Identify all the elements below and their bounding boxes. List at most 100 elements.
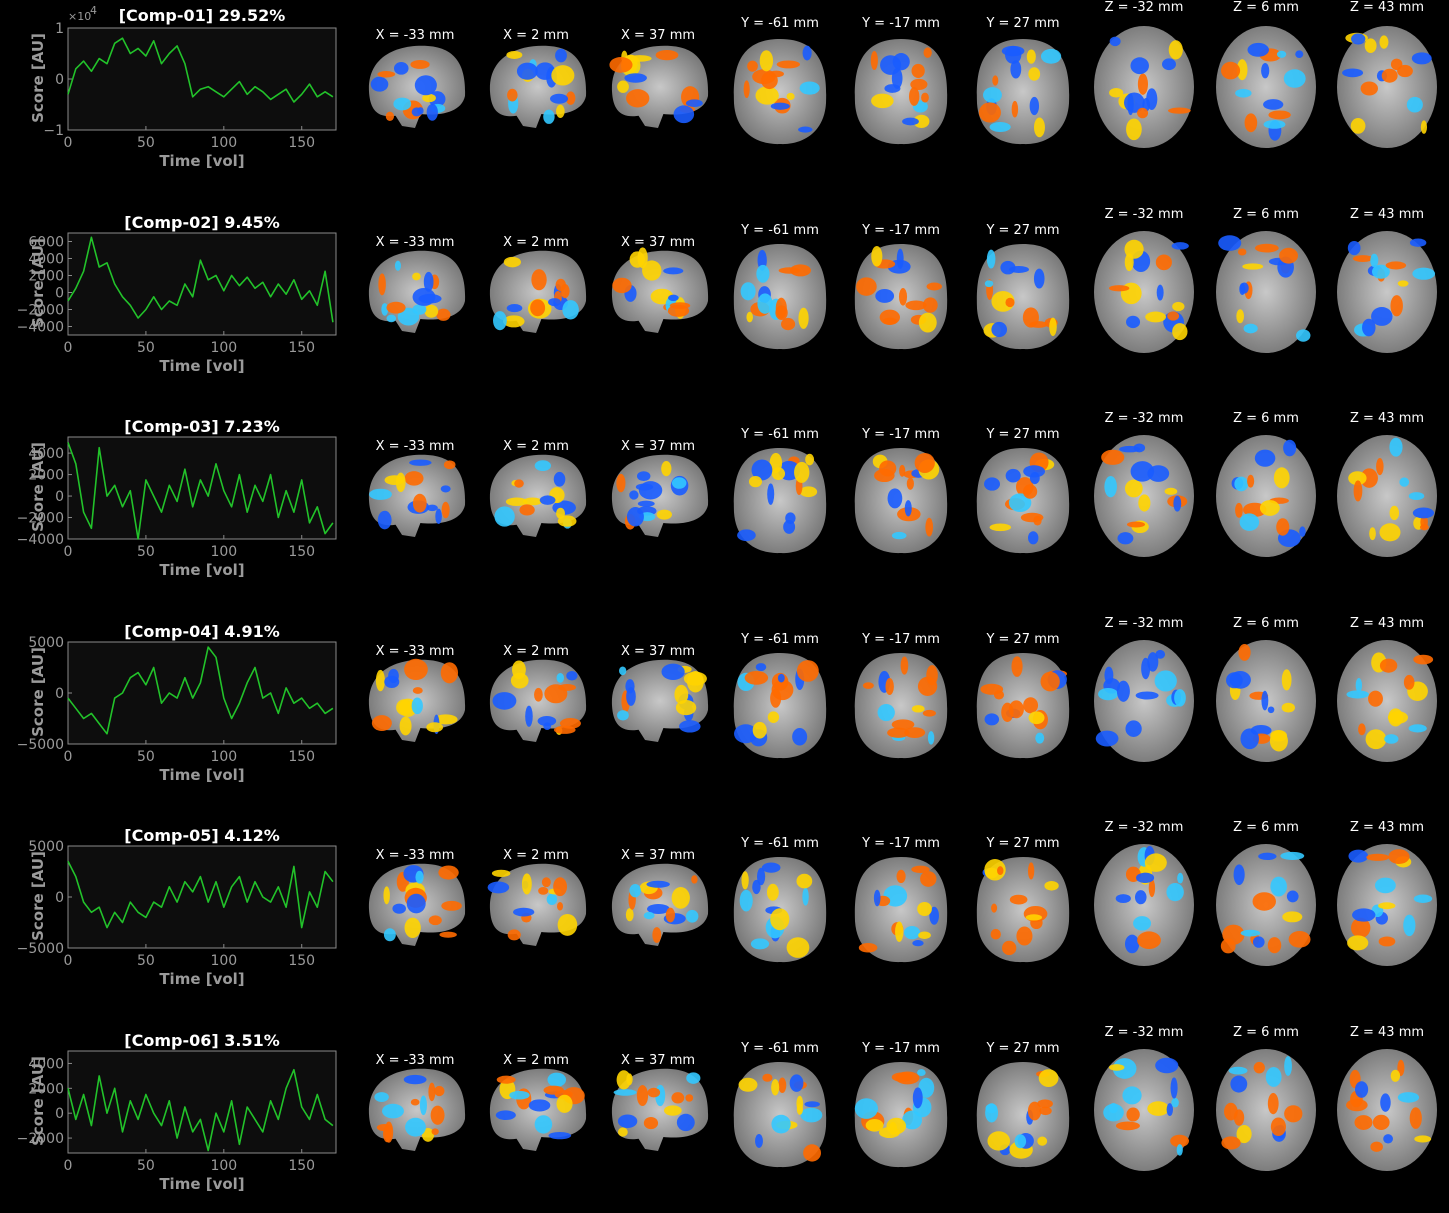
slice-label: Z = -32 mm [1104, 0, 1184, 15]
x-tick-label: 100 [210, 1158, 237, 1174]
slice-label: Z = 43 mm [1349, 411, 1425, 426]
x-tick-label: 50 [137, 544, 155, 560]
x-axis-label: Time [vol] [159, 1174, 245, 1193]
slice-label: Y = -61 mm [741, 427, 819, 442]
x-tick-label: 100 [210, 340, 237, 356]
y-tick-label: 5000 [28, 839, 64, 855]
axial-brain-icon [1090, 636, 1198, 770]
sagittal-brain-icon [482, 451, 590, 545]
axial-brain-icon [1333, 636, 1441, 770]
sagittal-brain-icon [482, 247, 590, 341]
slice-label: Y = -17 mm [862, 222, 940, 238]
axial-brain-icon [1212, 840, 1320, 974]
y-tick-label: −1 [43, 123, 64, 139]
axial-brain-icon [1212, 22, 1320, 156]
slice-label: X = 2 mm [503, 28, 569, 43]
slice-label: Y = -61 mm [741, 1040, 819, 1056]
timeseries-plot: [Comp-03] 7.23%Score [AU]Time [vol]−4000… [0, 409, 350, 599]
coronal-brain-icon [851, 36, 951, 152]
sagittal-brain-icon [604, 246, 712, 341]
y-tick-label: 0 [55, 890, 64, 906]
component-title: [Comp-06] 3.51% [124, 1030, 280, 1050]
x-axis-label: Time [vol] [159, 561, 245, 579]
slice-label: Z = 6 mm [1233, 411, 1299, 426]
plot-area [67, 1050, 337, 1153]
slice-label: Y = -61 mm [741, 222, 819, 238]
axial-brain-icon [1090, 431, 1198, 565]
timeseries-line [67, 235, 334, 322]
component-title: [Comp-01] 29.52% [118, 6, 286, 25]
y-tick-label: 2000 [28, 1081, 64, 1097]
y-tick-label: 5000 [28, 635, 64, 651]
slice-label: Z = 43 mm [1349, 1024, 1425, 1040]
y-scale-factor: ×10 [68, 10, 91, 23]
slice-label: Y = 27 mm [986, 222, 1060, 238]
timeseries-plot: [Comp-05] 4.12%Score [AU]Time [vol]−5000… [0, 818, 350, 1008]
slice-label: Z = 6 mm [1233, 1024, 1299, 1040]
x-tick-label: 100 [210, 953, 237, 969]
sagittal-brain-icon [361, 451, 469, 545]
timeseries-line [67, 442, 334, 540]
slice-label: X = -33 mm [375, 848, 455, 863]
y-tick-label: 0 [55, 686, 64, 702]
slice-label: Y = -61 mm [741, 631, 819, 647]
timeseries-plot: [Comp-04] 4.91%Score [AU]Time [vol]−5000… [0, 614, 350, 804]
x-tick-label: 0 [64, 135, 73, 151]
plot-area [67, 845, 337, 949]
axial-brain-icon [1090, 22, 1198, 156]
x-axis-label: Time [vol] [159, 765, 245, 784]
y-tick-label: −4000 [17, 319, 64, 335]
sagittal-brain-icon [361, 860, 469, 954]
coronal-brain-icon [851, 241, 951, 357]
sagittal-brain-icon [482, 656, 590, 750]
coronal-brain-icon [973, 241, 1073, 357]
slice-label: Z = -32 mm [1104, 1024, 1184, 1040]
slice-label: Z = 43 mm [1349, 0, 1425, 15]
coronal-brain-icon [730, 241, 830, 357]
y-tick-label: −4000 [17, 532, 64, 548]
timeseries-plot: [Comp-06] 3.51%Score [AU]Time [vol]−2000… [0, 1023, 350, 1213]
slice-label: Y = 27 mm [986, 1040, 1060, 1056]
component-title: [Comp-04] 4.91% [124, 621, 280, 641]
axial-brain-icon [1090, 227, 1198, 361]
slice-label: Y = -17 mm [862, 16, 940, 31]
x-tick-label: 150 [288, 544, 315, 560]
axial-brain-icon [1090, 1045, 1198, 1179]
sagittal-brain-icon [604, 860, 712, 954]
x-tick-label: 0 [64, 340, 73, 356]
coronal-brain-icon [973, 36, 1073, 152]
slice-label: X = 2 mm [503, 1052, 569, 1068]
sagittal-brain-icon [361, 656, 469, 750]
component-row: [Comp-05] 4.12%Score [AU]Time [vol]−5000… [0, 818, 1449, 1008]
y-scale-exponent: 4 [90, 4, 97, 17]
coronal-brain-icon [730, 36, 830, 152]
slice-label: Z = 6 mm [1233, 820, 1299, 835]
coronal-brain-icon [851, 445, 951, 561]
x-tick-label: 0 [64, 749, 73, 765]
x-tick-label: 50 [137, 749, 155, 765]
slice-label: Z = -32 mm [1104, 615, 1184, 631]
axial-brain-icon [1212, 636, 1320, 770]
axial-brain-icon [1090, 840, 1198, 974]
x-tick-label: 150 [288, 749, 315, 765]
slice-label: X = 37 mm [620, 28, 696, 43]
y-tick-label: 0 [55, 285, 64, 301]
coronal-brain-icon [730, 1059, 830, 1175]
slice-label: Y = 27 mm [986, 836, 1060, 851]
timeseries-line [67, 645, 334, 735]
coronal-brain-icon [730, 854, 830, 970]
x-axis-label: Time [vol] [159, 970, 245, 988]
slice-label: Z = 6 mm [1233, 0, 1299, 15]
component-title: [Comp-03] 7.23% [124, 417, 280, 436]
sagittal-brain-icon [604, 451, 712, 545]
y-tick-label: 4000 [28, 446, 64, 462]
slice-label: Z = 43 mm [1349, 206, 1425, 222]
component-title: [Comp-02] 9.45% [124, 212, 280, 232]
coronal-brain-icon [851, 650, 951, 766]
slice-label: X = 37 mm [620, 848, 696, 863]
timeseries-plot: [Comp-02] 9.45%Score [AU]Time [vol]−4000… [0, 205, 350, 395]
slice-label: Z = 6 mm [1233, 206, 1299, 222]
slice-label: Y = -61 mm [741, 16, 819, 31]
